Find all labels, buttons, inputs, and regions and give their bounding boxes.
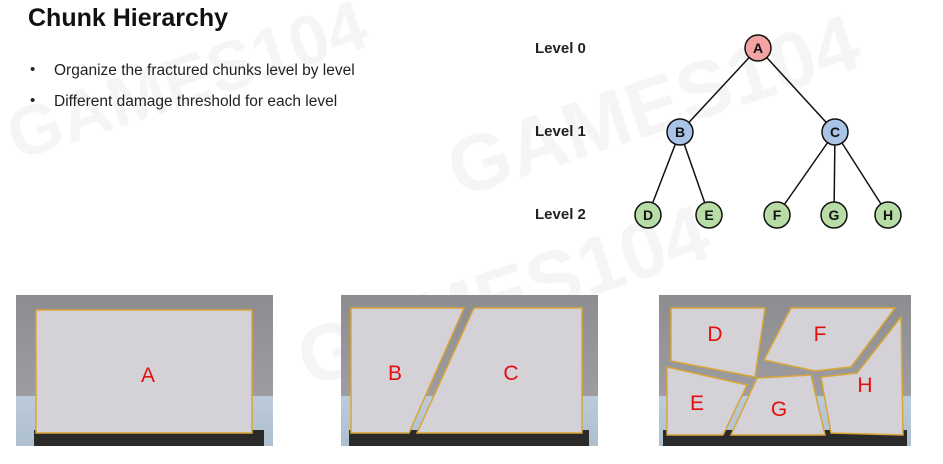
svg-text:A: A <box>753 40 763 56</box>
chunk-a <box>35 309 253 434</box>
hierarchy-tree: Level 0 Level 1 Level 2 A B C D E F G H <box>535 34 902 229</box>
level-label-0: Level 0 <box>535 40 586 57</box>
edge-c-h <box>834 131 889 216</box>
tree-node-b: B <box>666 118 694 146</box>
tree-node-g: G <box>820 201 848 229</box>
chunk-label-e: E <box>690 392 704 415</box>
bullet-item: Different damage threshold for each leve… <box>30 92 355 124</box>
chunk-label-c: C <box>503 362 518 385</box>
svg-text:H: H <box>883 207 893 223</box>
chunk-h <box>820 314 904 436</box>
chunk-g <box>729 374 826 436</box>
tree-node-d: D <box>634 201 662 229</box>
chunk-label-g: G <box>771 398 787 421</box>
chunk-d <box>670 307 766 378</box>
wall-shadow <box>34 430 264 446</box>
level-label-1: Level 1 <box>535 123 586 140</box>
chunk-c <box>415 307 583 434</box>
chunk-label-h: H <box>857 374 872 397</box>
svg-text:F: F <box>773 207 782 223</box>
level-label-2: Level 2 <box>535 206 586 223</box>
edge-b-e <box>679 131 710 216</box>
svg-text:D: D <box>643 207 653 223</box>
tree-node-h: H <box>874 201 902 229</box>
chunk-label-a: A <box>141 364 155 387</box>
chunk-label-b: B <box>388 362 402 385</box>
tree-edges <box>647 47 889 216</box>
bullet-list: Organize the fractured chunks level by l… <box>30 61 355 124</box>
svg-text:G: G <box>829 207 840 223</box>
edge-c-f <box>776 131 836 216</box>
chunk-b <box>350 307 466 434</box>
edge-a-b <box>679 47 759 133</box>
tree-node-a: A <box>744 34 772 62</box>
tree-node-f: F <box>763 201 791 229</box>
edge-b-d <box>647 131 681 216</box>
chunk-label-d: D <box>707 323 722 346</box>
fracture-panel-level-1: B C <box>341 295 598 446</box>
edge-a-c <box>757 47 836 133</box>
chunk-f <box>762 307 897 372</box>
slide-title: Chunk Hierarchy <box>28 4 229 32</box>
tree-node-c: C <box>821 118 849 146</box>
chunk-label-f: F <box>814 323 827 346</box>
bullet-item: Organize the fractured chunks level by l… <box>30 61 355 93</box>
edge-c-g <box>833 131 836 216</box>
wall-shadow <box>349 430 589 446</box>
svg-text:C: C <box>830 124 840 140</box>
tree-node-e: E <box>695 201 723 229</box>
chunk-e <box>666 366 749 436</box>
fracture-panel-level-2: D F E G H <box>659 295 911 446</box>
fracture-panel-level-0: A <box>16 295 273 446</box>
svg-text:B: B <box>675 124 685 140</box>
svg-text:E: E <box>704 207 713 223</box>
